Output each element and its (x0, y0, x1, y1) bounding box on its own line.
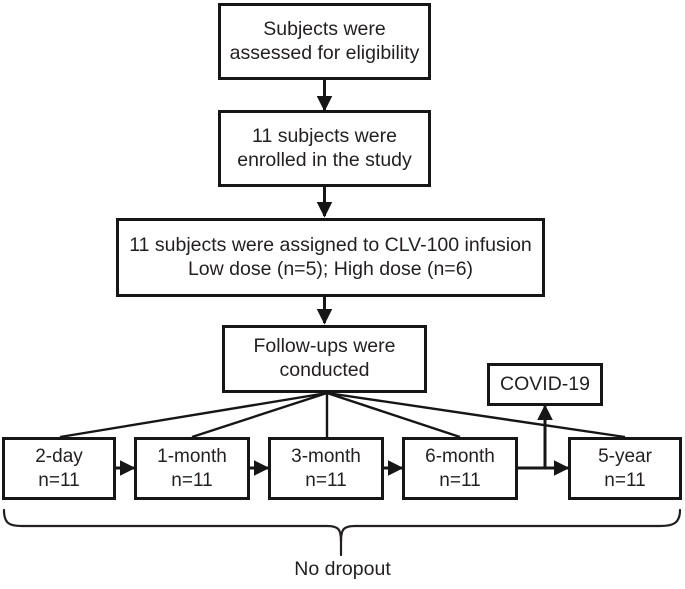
box-covid-19: COVID-19 (487, 363, 603, 406)
box-timepoint-3-month: 3-month n=11 (268, 437, 384, 500)
no-dropout-brace (2, 508, 682, 543)
fanout-line-6-month (326, 391, 461, 439)
box-timepoint-1-month-label: 1-month (157, 446, 227, 468)
no-dropout-caption-label: No dropout (294, 558, 391, 580)
box-timepoint-1-month-count: n=11 (171, 469, 213, 491)
fanout-line-2-day (59, 391, 328, 439)
box-timepoint-2-day-label: 2-day (35, 446, 83, 468)
box-timepoint-6-month: 6-month n=11 (402, 437, 518, 500)
fanout-line-1-month (191, 391, 328, 439)
box-assessed-for-eligibility-label: Subjects were assessed for eligibility (229, 17, 420, 64)
box-timepoint-6-month-label: 6-month (425, 446, 495, 468)
box-timepoint-1-month: 1-month n=11 (134, 437, 250, 500)
box-enrolled-in-study: 11 subjects were enrolled in the study (218, 110, 431, 187)
no-dropout-caption: No dropout (0, 558, 685, 581)
box-assigned-to-infusion-label: 11 subjects were assigned to CLV-100 inf… (129, 233, 532, 280)
box-covid-19-label: COVID-19 (500, 372, 590, 395)
box-timepoint-2-day: 2-day n=11 (2, 437, 116, 500)
box-followups-conducted: Follow-ups were conducted (222, 325, 427, 393)
box-assessed-for-eligibility: Subjects were assessed for eligibility (218, 3, 431, 80)
box-followups-conducted-label: Follow-ups were conducted (253, 335, 396, 381)
box-timepoint-5-year: 5-year n=11 (568, 437, 682, 500)
box-assigned-to-infusion: 11 subjects were assigned to CLV-100 inf… (116, 218, 545, 297)
box-enrolled-in-study-label: 11 subjects were enrolled in the study (237, 124, 412, 171)
box-timepoint-5-year-count: n=11 (604, 469, 646, 491)
box-timepoint-5-year-label: 5-year (598, 446, 652, 468)
box-timepoint-3-month-label: 3-month (291, 446, 361, 468)
box-timepoint-6-month-count: n=11 (439, 469, 481, 491)
box-timepoint-3-month-count: n=11 (305, 469, 347, 491)
box-timepoint-2-day-count: n=11 (38, 469, 80, 491)
